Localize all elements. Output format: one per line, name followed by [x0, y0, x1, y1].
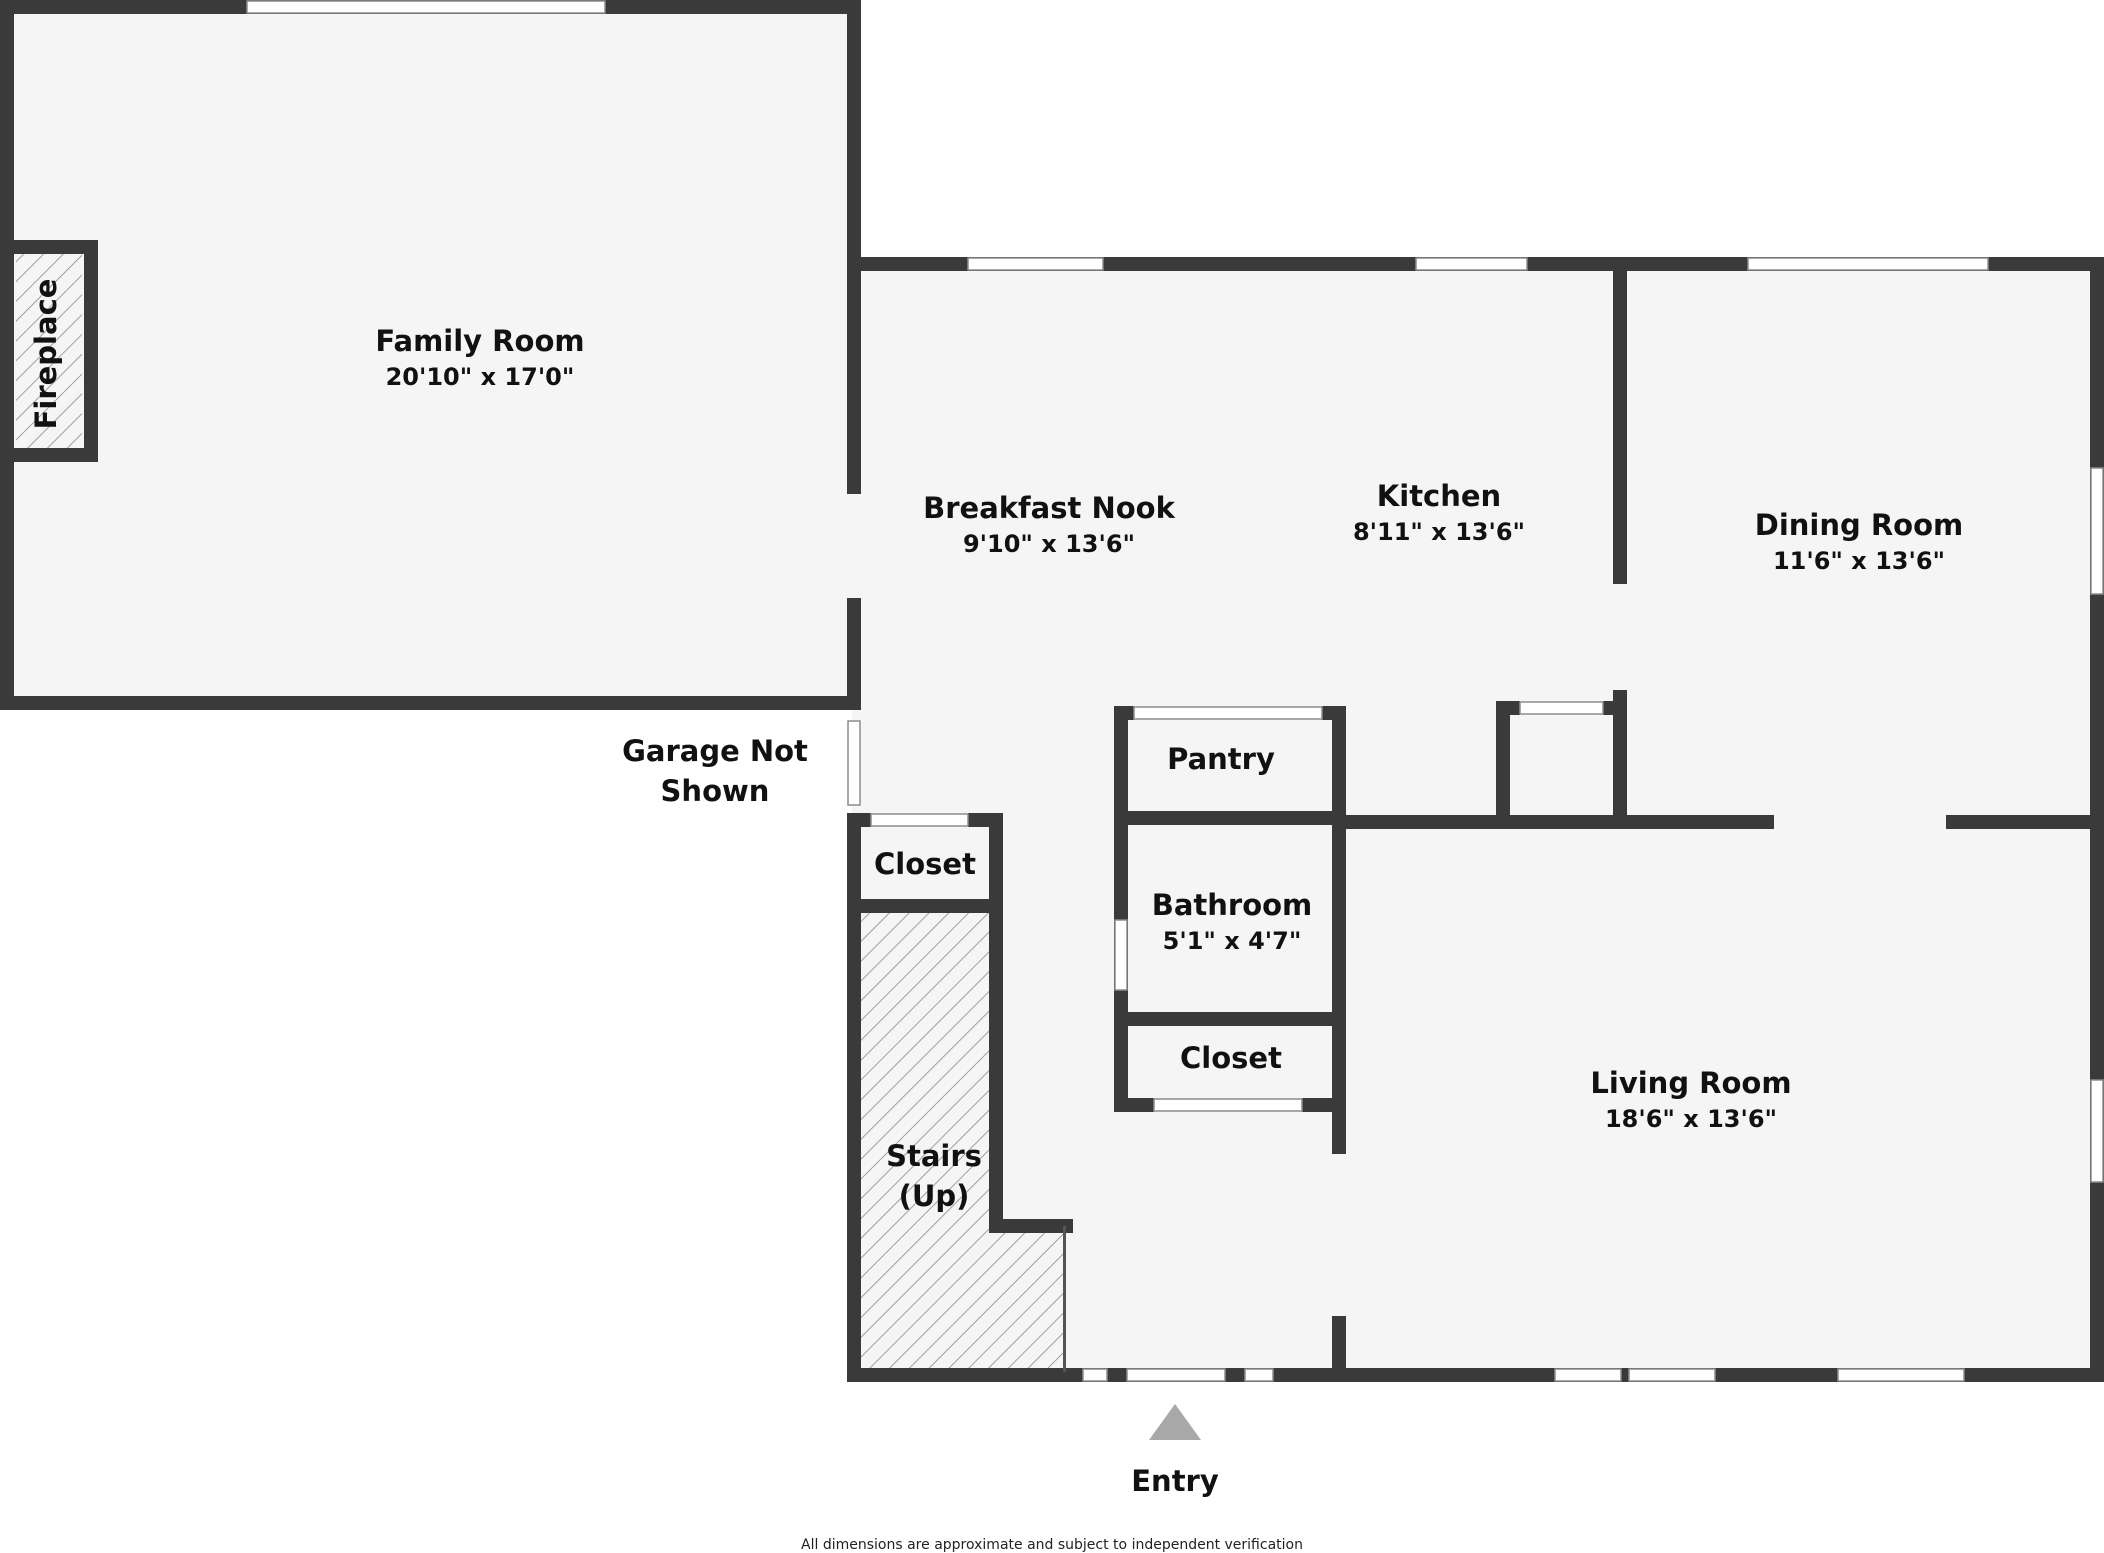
living-room-dims: 18'6" x 13'6" [1605, 1105, 1777, 1133]
closet-lower-label: Closet [1180, 1041, 1282, 1075]
bathroom-label: Bathroom [1152, 888, 1313, 922]
footer-disclaimer: All dimensions are approximate and subje… [801, 1537, 1303, 1553]
dining-room-dims: 11'6" x 13'6" [1773, 547, 1945, 575]
stairs-label: Stairs [886, 1139, 982, 1173]
kitchen-label: Kitchen [1377, 479, 1501, 513]
entry-label: Entry [1131, 1464, 1219, 1498]
windows [246, 0, 2104, 1382]
breakfast-nook-dims: 9'10" x 13'6" [963, 530, 1135, 558]
entry-arrow-icon [1149, 1404, 1201, 1440]
stairs-direction-label: (Up) [899, 1179, 970, 1213]
fireplace-label: Fireplace [29, 279, 63, 430]
family-room-floor [7, 7, 856, 699]
breakfast-nook-label: Breakfast Nook [923, 491, 1175, 525]
closet-upper-label: Closet [874, 847, 976, 881]
stairs-hatch [859, 907, 1066, 1368]
fireplace-hatch [16, 254, 82, 448]
garage-note-line2: Shown [661, 774, 770, 808]
dining-room-label: Dining Room [1755, 508, 1964, 542]
family-room-label: Family Room [375, 324, 584, 358]
family-room-dims: 20'10" x 17'0" [386, 363, 575, 391]
bathroom-dims: 5'1" x 4'7" [1163, 927, 1302, 955]
pantry-label: Pantry [1167, 742, 1275, 776]
living-room-label: Living Room [1590, 1066, 1791, 1100]
kitchen-dims: 8'11" x 13'6" [1353, 518, 1525, 546]
garage-note-line1: Garage Not [622, 734, 808, 768]
